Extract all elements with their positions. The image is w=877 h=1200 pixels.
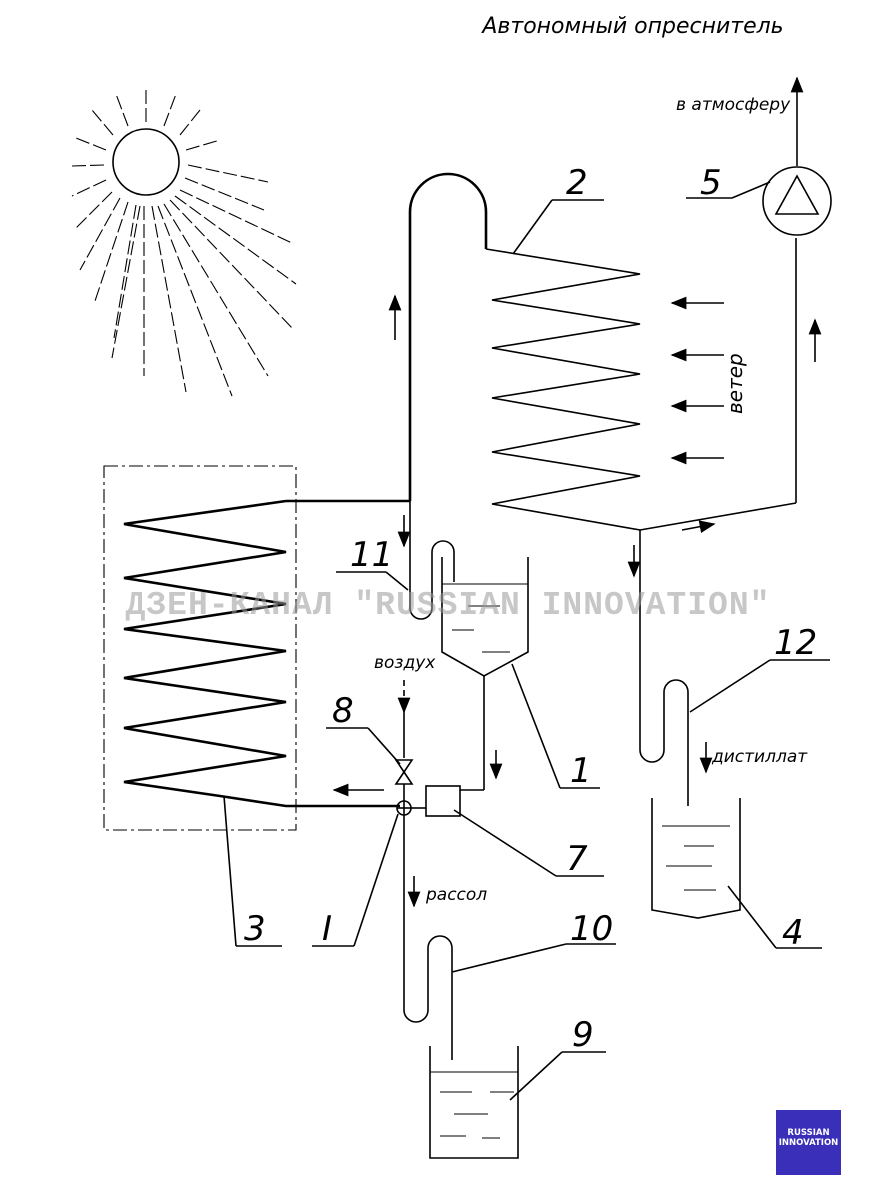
leader-3: [512, 199, 553, 255]
leader-1: [511, 663, 561, 789]
brine-tank-9: [429, 1046, 519, 1159]
brine-label: рассол: [425, 885, 487, 905]
feed-trap-11: [397, 501, 455, 620]
label-3: 2: [566, 163, 588, 203]
logo-line2: INNOVATION: [778, 1138, 839, 1148]
sun-icon: [71, 88, 297, 397]
distillate-label: дистиллат: [711, 747, 808, 767]
leader-9: [509, 1051, 563, 1101]
leader-2: [223, 795, 237, 947]
watermark: ДЗЕН-КАНАЛ "RUSSIAN INNOVATION": [126, 587, 771, 624]
label-8: 8: [332, 691, 354, 731]
air-label: воздух: [374, 653, 436, 673]
leader-11: [385, 571, 409, 591]
leader-12: [689, 659, 771, 713]
atmosphere-label: в атмосферу: [676, 95, 791, 115]
leader-10: [451, 943, 567, 973]
label-7: 7: [566, 839, 588, 879]
air-valve-8: [394, 680, 414, 801]
label-1: 1: [570, 751, 592, 791]
leader-4: [727, 885, 777, 949]
leader-8: [367, 727, 401, 765]
brine-line: [403, 815, 453, 1060]
label-11: 11: [350, 535, 393, 575]
leader-5b: [731, 181, 771, 199]
fan-5-icon: [762, 76, 832, 362]
wind-arrows: [670, 296, 724, 465]
label-12: 12: [774, 623, 817, 663]
leader-7: [453, 809, 557, 877]
label-9: 9: [572, 1015, 594, 1055]
condenser-3: [485, 238, 797, 531]
label-4: 4: [782, 913, 804, 953]
junction-I: [332, 783, 426, 816]
label-10: 10: [570, 909, 613, 949]
distillate-tank-4: [651, 798, 741, 919]
brand-logo: RUSSIAN INNOVATION: [776, 1110, 841, 1175]
label-2: 3: [244, 909, 266, 949]
leader-I: [353, 813, 399, 947]
distillate-line: [627, 520, 716, 806]
riser-pipe: [388, 172, 488, 501]
label-5: 5: [700, 163, 722, 203]
solar-heater-2: [103, 465, 410, 831]
feed-tank-1: [441, 557, 529, 791]
diagram-title: Автономный опреснитель: [480, 14, 783, 39]
pump-7: [425, 785, 461, 817]
label-I: I: [322, 909, 332, 949]
wind-label: ветер: [723, 353, 747, 414]
logo-line1: RUSSIAN: [787, 1128, 830, 1138]
